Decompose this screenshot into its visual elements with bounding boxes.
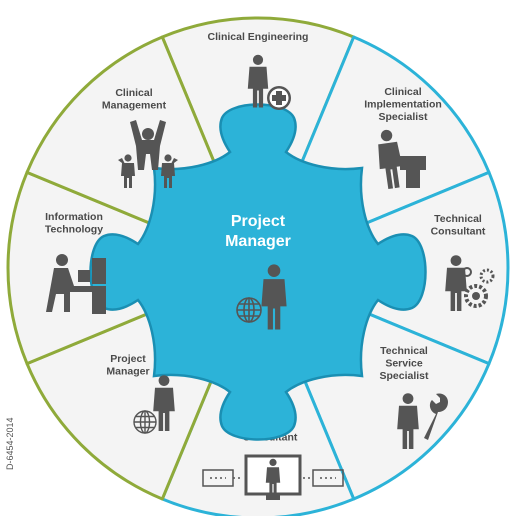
- segment-label-project-manager: Project: [110, 353, 146, 365]
- person-building-icon: [374, 128, 426, 190]
- person-at-computer-icon: [46, 254, 106, 314]
- center-puzzle: Project Manager: [89, 103, 427, 441]
- segment-label-clinical-engineering: Clinical Engineering: [208, 31, 309, 43]
- person-with-medical-cross-icon: [247, 54, 291, 110]
- businessman-with-globe-icon: [236, 264, 287, 330]
- segment-label-technical-service-specialist: Service: [385, 358, 423, 370]
- segment-label-information-technology: Information: [45, 211, 103, 223]
- icons-layer: [46, 54, 495, 500]
- person-with-wrench-icon: [397, 393, 448, 449]
- segment-label-technical-consultant: Consultant: [431, 226, 486, 238]
- segment-label-clinical-implementation-specialist: Implementation: [364, 99, 442, 111]
- person-with-gears-icon: [445, 255, 495, 311]
- segment-label-clinical-management: Clinical: [115, 87, 152, 99]
- segment-label-clinical-implementation-specialist: Clinical: [384, 86, 421, 98]
- segment-label-project-manager: Manager: [106, 366, 149, 378]
- center-puzzle-shape: [89, 103, 427, 441]
- segment-label-information-technology: Technology: [45, 224, 103, 236]
- center-title-line1: Project: [231, 213, 286, 230]
- segment-label-clinical-management: Management: [102, 100, 167, 112]
- segment-label-technical-service-specialist: Technical: [380, 345, 428, 357]
- center-title-line2: Manager: [225, 233, 291, 250]
- person-with-globe-icon: [133, 375, 175, 434]
- document-code: D-6454-2014: [5, 417, 15, 470]
- wireless-network-icon: [202, 454, 344, 500]
- person-celebrating-team-icon: [118, 120, 178, 188]
- segment-label-technical-consultant: Technical: [434, 213, 482, 225]
- segment-label-clinical-implementation-specialist: Specialist: [378, 111, 428, 123]
- segment-label-technical-service-specialist: Specialist: [379, 370, 429, 382]
